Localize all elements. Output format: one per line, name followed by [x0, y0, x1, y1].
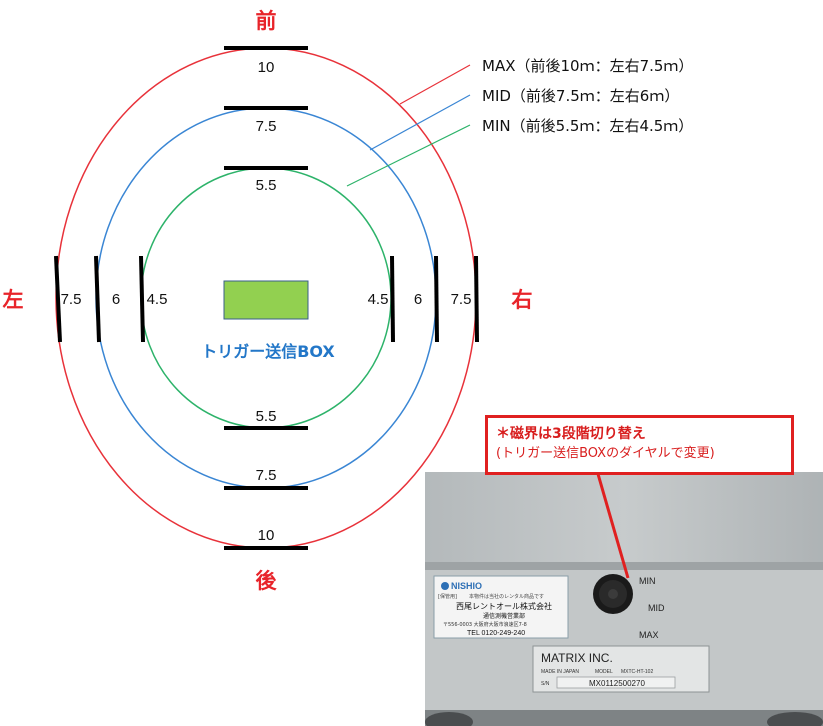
min-legend-connector — [346, 124, 471, 187]
callout-box: ＊磁界は3段階切り替え (トリガー送信BOXのダイヤルで変更) — [485, 415, 794, 475]
plate-model-label: MODEL — [595, 669, 613, 675]
mid-left-value: 6 — [112, 291, 120, 308]
mid-left-marker — [94, 255, 101, 343]
direction-right-label: 右 — [512, 288, 533, 312]
sticker-tag: [保管用] — [438, 593, 457, 600]
plate-made-in: MADE IN JAPAN — [541, 669, 579, 675]
min-back-value: 5.5 — [256, 408, 277, 425]
min-right-marker — [390, 255, 395, 343]
trigger-box-label: トリガー送信BOX — [201, 342, 335, 361]
callout-title: ＊磁界は3段階切り替え — [496, 426, 646, 442]
min-left-marker — [139, 255, 145, 343]
max-legend-connector — [399, 64, 471, 105]
direction-front-label: 前 — [256, 9, 277, 33]
max-left-value: 7.5 — [61, 291, 82, 308]
plate-serial: MX0112500270 — [589, 679, 645, 688]
min-left-value: 4.5 — [147, 291, 168, 308]
sticker-dept: 通信測機営業部 — [483, 612, 525, 620]
max-left-marker — [54, 255, 62, 343]
mid-legend-connector — [369, 94, 471, 151]
dial-max-label: MAX — [639, 630, 659, 640]
max-front-value: 10 — [258, 59, 275, 76]
direction-back-label: 後 — [256, 569, 278, 593]
device-photo: NISHIO [保管用] 本物件は当社のレンタル商品です 西尾レントオール株式会… — [425, 472, 823, 726]
dial-min-label: MIN — [639, 576, 656, 586]
direction-left-label: 左 — [3, 288, 24, 312]
sticker-address: 〒556-0003 大阪府大阪市浪速区7-8 — [443, 621, 527, 628]
sticker-brand: NISHIO — [451, 581, 482, 591]
mid-right-value: 6 — [414, 291, 422, 308]
mid-back-value: 7.5 — [256, 467, 277, 484]
max-back-value: 10 — [258, 527, 275, 544]
mid-right-marker — [434, 255, 439, 343]
legend-min: MIN（前後5.5ｍ：左右4.5ｍ） — [482, 117, 693, 135]
plate-maker: MATRIX INC. — [541, 651, 613, 665]
callout-subtitle: (トリガー送信BOXのダイヤルで変更) — [496, 446, 715, 461]
trigger-box — [223, 280, 309, 320]
plate-model: MXTC-HT-102 — [621, 669, 653, 675]
max-right-marker — [474, 255, 479, 343]
min-front-value: 5.5 — [256, 177, 277, 194]
max-right-value: 7.5 — [451, 291, 472, 308]
mid-front-value: 7.5 — [256, 118, 277, 135]
sticker-company: 西尾レントオール株式会社 — [456, 601, 552, 611]
legend-mid: MID（前後7.5ｍ：左右6ｍ） — [482, 87, 679, 105]
min-right-value: 4.5 — [368, 291, 389, 308]
plate-sn-label: S/N — [541, 681, 550, 687]
legend-max: MAX（前後10ｍ：左右7.5ｍ） — [482, 57, 693, 75]
sticker-tel: TEL 0120-249-240 — [467, 630, 525, 637]
sticker-note: 本物件は当社のレンタル商品です — [469, 593, 544, 600]
dial-mid-label: MID — [648, 603, 665, 613]
